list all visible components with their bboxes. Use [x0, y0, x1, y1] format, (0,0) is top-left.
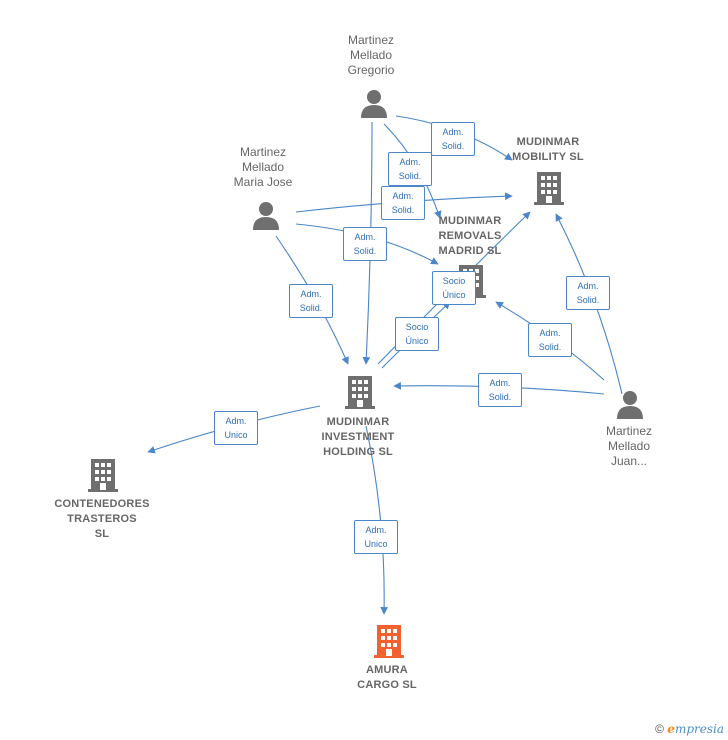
- edge-label-juan-removals[interactable]: Adm. Solid.: [528, 323, 572, 357]
- copyright-symbol: ©: [655, 722, 664, 736]
- edge-label-mariajose-removals[interactable]: Adm. Solid.: [343, 227, 387, 261]
- footer-brand: © empresia: [655, 722, 724, 736]
- edge-label-mariajose-investment[interactable]: Adm. Solid.: [289, 284, 333, 318]
- edge-label-juan-investment[interactable]: Adm. Solid.: [478, 373, 522, 407]
- edge-label-investment-contenedores[interactable]: Adm. Unico: [214, 411, 258, 445]
- person-label-mariajose[interactable]: Martinez Mellado Maria Jose: [233, 145, 293, 189]
- edge-label-investment-mobility[interactable]: Socio Único: [432, 271, 476, 305]
- edge-label-gregorio-mobility[interactable]: Adm. Solid.: [431, 122, 475, 156]
- edge-label-gregorio-removals[interactable]: Adm. Solid.: [388, 152, 432, 186]
- building-icon-amura[interactable]: [374, 624, 404, 658]
- brand-logo-e: e: [667, 722, 675, 736]
- company-label-investment[interactable]: MUDINMAR INVESTMENT HOLDING SL: [321, 416, 395, 458]
- building-icon-investment[interactable]: [345, 375, 375, 409]
- brand-logo-text: mpresia: [674, 722, 724, 736]
- person-label-juan[interactable]: Martinez Mellado Juan...: [605, 424, 652, 468]
- building-icon-mobility[interactable]: [534, 171, 564, 205]
- person-icon-gregorio[interactable]: [359, 88, 389, 118]
- company-label-removals[interactable]: MUDINMAR REMOVALS MADRID SL: [438, 215, 502, 257]
- brand-logo: empresia: [667, 722, 724, 736]
- edge-label-investment-amura[interactable]: Adm. Unico: [354, 520, 398, 554]
- edge-label-mariajose-mobility[interactable]: Adm. Solid.: [381, 186, 425, 220]
- company-label-mobility[interactable]: MUDINMAR MOBILITY SL: [512, 136, 584, 163]
- person-label-gregorio[interactable]: Martinez Mellado Gregorio: [347, 33, 395, 77]
- person-icon-mariajose[interactable]: [251, 200, 281, 230]
- company-label-amura[interactable]: AMURA CARGO SL: [357, 664, 417, 691]
- person-icon-juan[interactable]: [615, 389, 645, 419]
- edge-label-investment-removals[interactable]: Socio Único: [395, 317, 439, 351]
- building-icon-contenedores[interactable]: [88, 458, 118, 492]
- edge-label-juan-mobility[interactable]: Adm. Solid.: [566, 276, 610, 310]
- company-label-contenedores[interactable]: CONTENEDORES TRASTEROS SL: [54, 498, 150, 540]
